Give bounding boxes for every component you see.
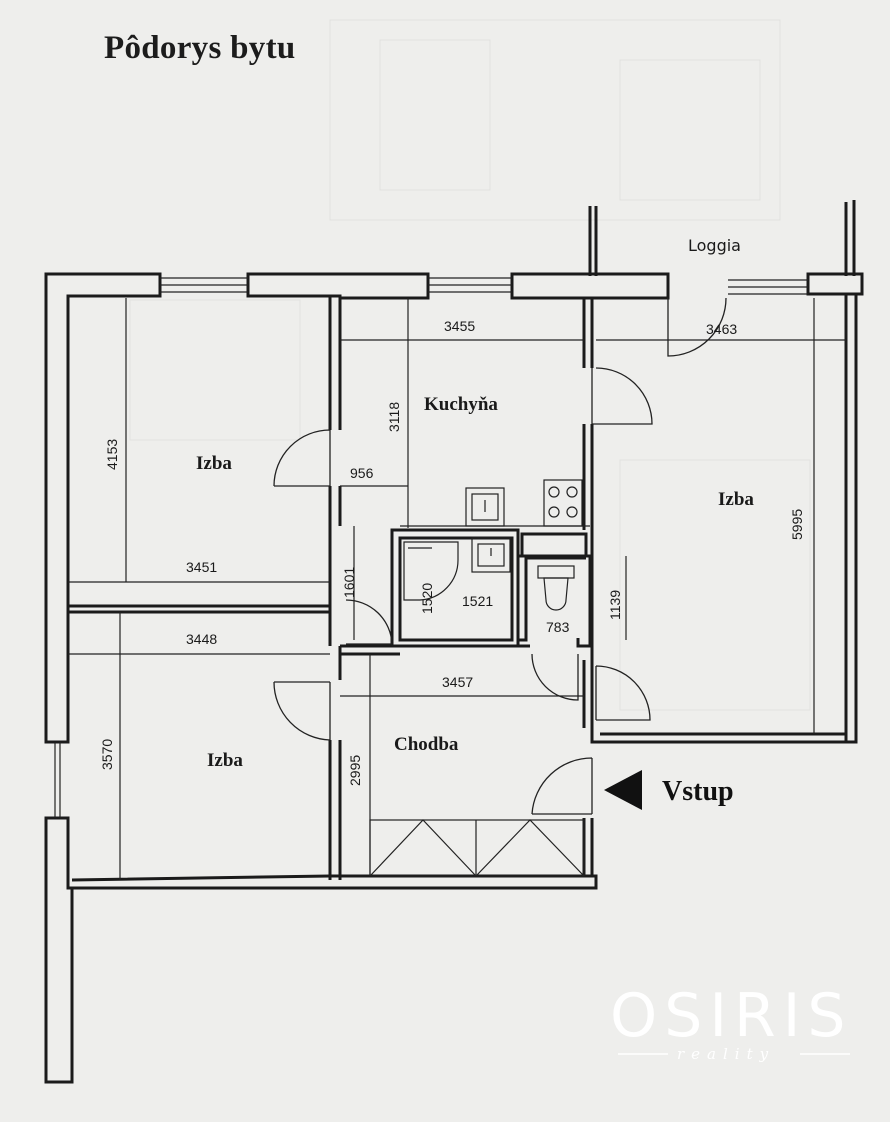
- osiris-logo: OSIRIS reality: [610, 981, 852, 1063]
- room-label-izba-right: Izba: [718, 489, 754, 510]
- entrance-arrow-icon: [604, 770, 642, 810]
- wall-bathroom-inner: [398, 536, 514, 642]
- dim-3448: 3448: [186, 631, 217, 647]
- dim-3463: 3463: [706, 321, 737, 337]
- dim-3570: 3570: [99, 739, 115, 770]
- door-bathroom: [345, 599, 393, 645]
- dim-1139: 1139: [607, 590, 623, 620]
- room-label-izba-top-left: Izba: [196, 453, 232, 474]
- wall-loggia: [588, 200, 856, 276]
- dim-1521: 1521: [462, 593, 493, 609]
- wall-chodba-right: [582, 660, 594, 876]
- door-izba-right-lower: [595, 665, 651, 721]
- logo-sub: reality: [677, 1045, 775, 1063]
- shower-icon: [403, 541, 459, 601]
- room-label-loggia: Loggia: [688, 236, 741, 255]
- wall-bottom: [71, 874, 598, 890]
- dimension-lines: [68, 298, 846, 880]
- wall-outer-right: [844, 294, 858, 744]
- room-label-izba-bottom-left: Izba: [207, 750, 243, 771]
- wall-izba-chodba: [328, 612, 342, 880]
- entrance-label: Vstup: [662, 776, 734, 807]
- wall-izba-kuchyna: [328, 296, 342, 606]
- door-izba-right: [591, 367, 653, 425]
- dim-3457: 3457: [442, 674, 473, 690]
- door-loggia: [667, 297, 727, 357]
- wall-izba-right-bottom: [590, 728, 846, 744]
- room-label-kuchyna: Kuchyňa: [424, 394, 498, 415]
- dim-1601: 1601: [341, 567, 357, 598]
- window-top-2: [428, 277, 512, 293]
- sink-kitchen-icon: [465, 487, 505, 527]
- door-izba-top-left: [273, 429, 331, 487]
- doors: [273, 297, 727, 815]
- dim-5995: 5995: [789, 509, 805, 540]
- dim-956: 956: [350, 465, 374, 481]
- logo-name: OSIRIS: [610, 981, 852, 1051]
- dim-3118: 3118: [386, 402, 402, 432]
- sink-bathroom-icon: [471, 537, 511, 573]
- wall-between-left-rooms: [68, 604, 332, 614]
- stove-icon: [543, 479, 583, 527]
- door-wc: [531, 653, 579, 701]
- wall-outer-left-upper: [44, 272, 162, 744]
- dim-3455: 3455: [444, 318, 475, 334]
- wall-outer-left-lower: [44, 816, 74, 1084]
- wall-top-1: [246, 272, 430, 300]
- door-entrance: [531, 757, 593, 815]
- background-texture: [129, 19, 811, 711]
- wardrobe-icon: [369, 819, 585, 877]
- dim-1520: 1520: [419, 583, 435, 614]
- dim-4153: 4153: [104, 439, 120, 470]
- walls: [44, 200, 864, 1084]
- window-top-1: [160, 277, 248, 293]
- dim-2995: 2995: [347, 755, 363, 786]
- room-label-chodba: Chodba: [394, 734, 459, 755]
- dim-783: 783: [546, 619, 570, 635]
- door-izba-bottom-left: [273, 681, 331, 741]
- wall-top-2: [510, 272, 670, 300]
- dim-3451: 3451: [186, 559, 217, 575]
- window-top-3: [728, 279, 808, 295]
- wall-top-3: [806, 272, 864, 296]
- wall-storage: [520, 532, 588, 558]
- toilet-icon: [537, 565, 575, 611]
- page-title: Pôdorys bytu: [104, 30, 296, 66]
- wall-kuchyna-izba-right: [582, 298, 594, 660]
